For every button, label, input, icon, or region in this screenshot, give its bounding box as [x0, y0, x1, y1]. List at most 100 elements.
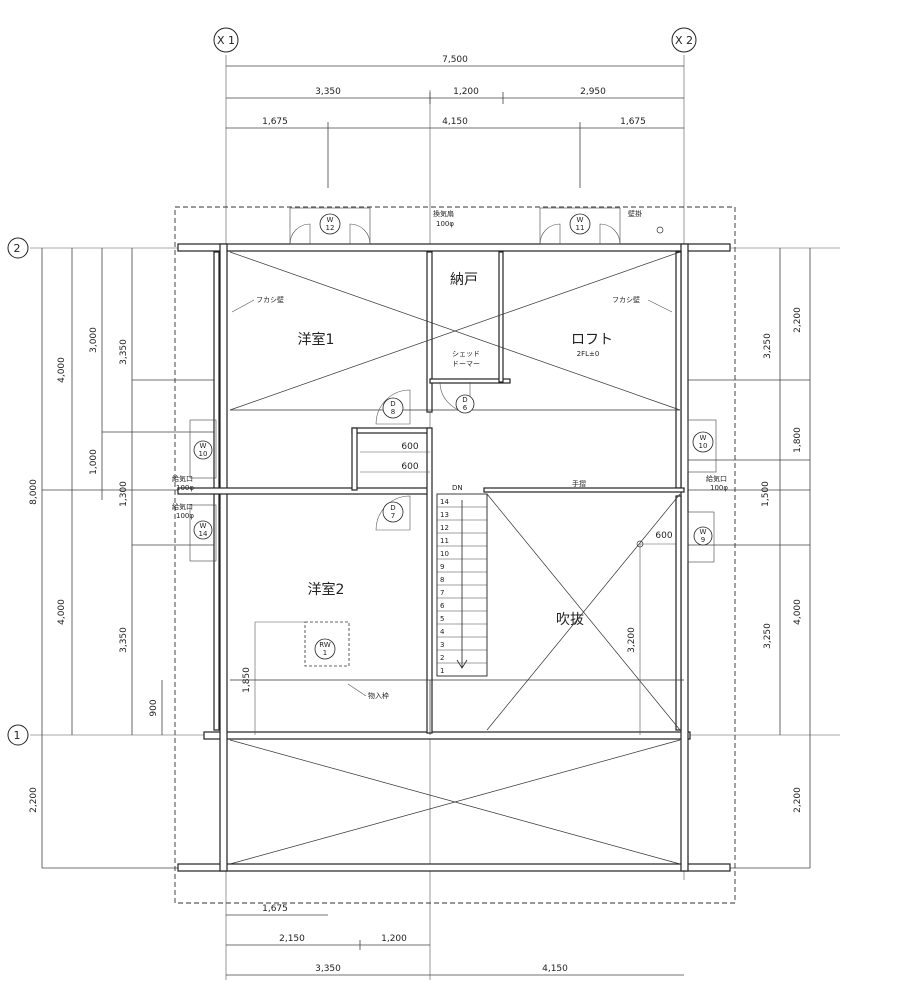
stair-step-number: 1: [440, 667, 444, 675]
dim-overall: 7,500: [442, 55, 468, 65]
room-labels: 洋室1 納戸 ロフト 2FL±0 洋室2 吹抜: [298, 272, 613, 628]
svg-text:12: 12: [326, 224, 335, 232]
dim-inner-3200: 3,200: [627, 627, 637, 653]
dim-bottom-1675: 1,675: [262, 904, 288, 914]
dims-bottom: 1,675 2,150 1,200 3,350 4,150: [226, 904, 684, 976]
dim-left-8000: 8,000: [29, 479, 39, 505]
door-d8: D 8: [375, 389, 411, 425]
walls: [177, 243, 731, 872]
svg-text:14: 14: [199, 530, 208, 538]
roof-window-rw1: RW 1: [304, 621, 350, 667]
dim-right-3250b: 3,250: [763, 623, 773, 649]
svg-text:10: 10: [199, 450, 208, 458]
axis-marker-y2: 2: [7, 237, 29, 259]
svg-text:D: D: [390, 504, 395, 512]
stair-step-number: 14: [440, 498, 449, 506]
dim-top-1: 3,350: [315, 87, 341, 97]
axis-label-y2: 2: [14, 242, 21, 255]
dim-inner-600a: 600: [401, 442, 418, 452]
dim-left-4000b: 4,000: [57, 599, 67, 625]
svg-text:1: 1: [323, 649, 327, 657]
svg-text:6: 6: [463, 404, 468, 412]
axis-label-x1: X 1: [217, 34, 235, 47]
stair-step-number: 11: [440, 537, 449, 545]
window-w10-left: W 10: [189, 419, 217, 479]
note-intake-right: 給気口: [706, 474, 727, 483]
stair-step-number: 8: [440, 576, 444, 584]
axis-label-x2: X 2: [675, 34, 693, 47]
dim-top-6: 1,675: [620, 117, 646, 127]
svg-text:W: W: [700, 434, 707, 442]
dim-left-2200: 2,200: [29, 787, 39, 813]
stair-direction-arrow: [456, 500, 468, 669]
dim-right-1500: 1,500: [761, 481, 771, 507]
inner-dims: 600 600 600 3,200 1,850: [242, 442, 676, 735]
note-fukashi-left: フカシ壁: [256, 295, 284, 304]
diagonals: [229, 251, 684, 865]
window-w10-right: W 10: [687, 419, 717, 473]
dims-top: 7,500 3,350 1,200 2,950 1,675 4,150 1,67…: [226, 55, 684, 188]
dim-bottom-2150: 2,150: [279, 934, 305, 944]
stair-step-number: 4: [440, 628, 445, 636]
window-w14: W 14: [189, 504, 217, 562]
note-intake-l1-size: 100φ: [176, 484, 194, 492]
svg-text:W: W: [200, 442, 207, 450]
dim-inner-600b: 600: [401, 462, 418, 472]
svg-text:10: 10: [699, 442, 708, 450]
svg-text:8: 8: [391, 408, 395, 416]
svg-text:W: W: [577, 216, 584, 224]
dim-top-3: 2,950: [580, 87, 606, 97]
dims-left: 4,000 4,000 8,000 3,000 1,000 3,350 1,30…: [29, 248, 226, 869]
note-fukashi-right: フカシ壁: [612, 295, 640, 304]
dim-top-5: 4,150: [442, 117, 468, 127]
svg-text:W: W: [700, 528, 707, 536]
room-label-2: 洋室2: [308, 581, 345, 598]
stair-step-number: 10: [440, 550, 449, 558]
dim-right-2200a: 2,200: [793, 307, 803, 333]
stair-step-number: 13: [440, 511, 449, 519]
note-shed: シェッド: [452, 350, 480, 358]
window-w9: W 9: [687, 511, 715, 563]
note-intake-l2-size: 100φ: [176, 512, 194, 520]
note-wall-mount: 壁掛: [628, 209, 642, 218]
dim-left-3000: 3,000: [89, 327, 99, 353]
note-handrail: 手摺: [572, 479, 586, 488]
dim-inner-1850: 1,850: [242, 667, 252, 693]
stair-step-number: 5: [440, 615, 444, 623]
svg-text:W: W: [327, 216, 334, 224]
dim-left-3350a: 3,350: [119, 339, 129, 365]
svg-text:D: D: [462, 396, 467, 404]
note-intake-right-size: 100φ: [710, 484, 728, 492]
stair-step-number: 6: [440, 602, 445, 610]
roof-outline: [174, 206, 736, 904]
room-label-loft-sub: 2FL±0: [577, 350, 600, 358]
stair-step-number: 3: [440, 641, 444, 649]
axis-marker-x2: X 2: [671, 27, 697, 53]
room-label-void: 吹抜: [556, 612, 584, 628]
room-label-loft: ロフト: [571, 332, 613, 348]
dim-bottom-1200: 1,200: [381, 934, 407, 944]
dim-left-1300: 1,300: [119, 481, 129, 507]
door-d6: D 6: [439, 381, 475, 414]
stair-step-number: 12: [440, 524, 449, 532]
svg-text:RW: RW: [319, 641, 331, 649]
axis-marker-x1: X 1: [213, 27, 239, 53]
note-intake-l1: 給気口: [172, 474, 193, 483]
room-label-1: 洋室1: [298, 331, 335, 348]
dim-bottom-3350: 3,350: [315, 964, 341, 974]
window-w12: W 12: [289, 207, 371, 245]
note-closet: 物入枠: [368, 691, 389, 700]
note-stair-dn: DN: [452, 484, 463, 492]
stair-step-number: 9: [440, 563, 444, 571]
dim-inner-600c: 600: [655, 531, 672, 541]
svg-text:11: 11: [576, 224, 585, 232]
dim-right-2200b: 2,200: [793, 787, 803, 813]
svg-text:9: 9: [701, 536, 705, 544]
dim-right-1800: 1,800: [793, 427, 803, 453]
stair-step-number: 7: [440, 589, 444, 597]
dim-right-3250a: 3,250: [763, 333, 773, 359]
room-label-storage: 納戸: [450, 272, 478, 288]
dim-top-2: 1,200: [453, 87, 479, 97]
